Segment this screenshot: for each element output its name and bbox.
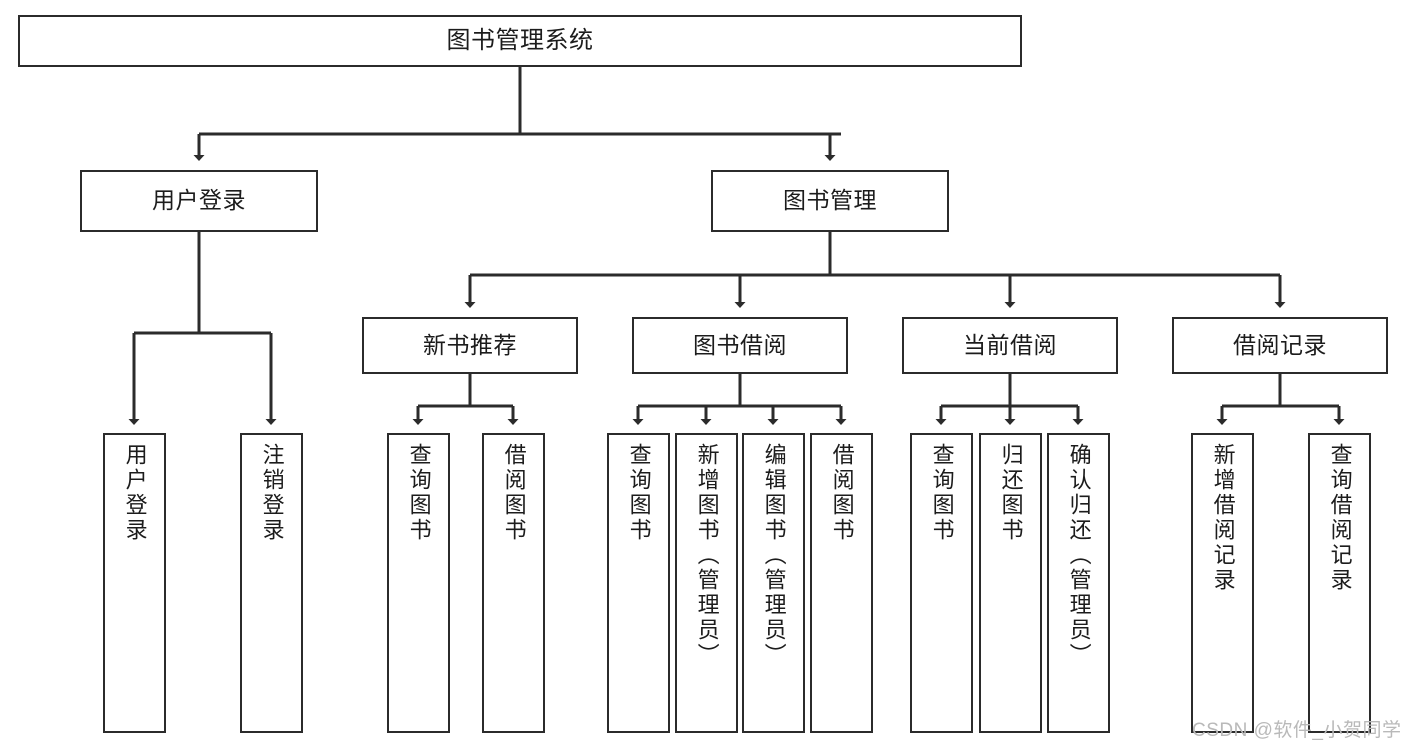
node-new-book-recommend[interactable]: 新书推荐: [362, 317, 578, 374]
node-leaf-query-book-2-label: 查询图书: [626, 443, 652, 543]
node-leaf-query-book-2[interactable]: 查询图书: [607, 433, 670, 733]
node-leaf-add-record-label: 新增借阅记录: [1210, 443, 1236, 593]
node-root[interactable]: 图书管理系统: [18, 15, 1022, 67]
node-new-book-recommend-label: 新书推荐: [423, 331, 517, 358]
node-book-management[interactable]: 图书管理: [711, 170, 949, 232]
node-leaf-user-login[interactable]: 用户登录: [103, 433, 166, 733]
node-leaf-return-book[interactable]: 归还图书: [979, 433, 1042, 733]
node-book-borrow[interactable]: 图书借阅: [632, 317, 848, 374]
node-leaf-borrow-book-1[interactable]: 借阅图书: [482, 433, 545, 733]
node-leaf-borrow-book-1-label: 借阅图书: [501, 443, 527, 543]
node-leaf-add-book[interactable]: 新增图书（管理员）: [675, 433, 738, 733]
node-leaf-confirm-return-label: 确认归还（管理员）: [1066, 443, 1092, 668]
node-borrow-record[interactable]: 借阅记录: [1172, 317, 1388, 374]
node-root-label: 图书管理系统: [446, 26, 594, 54]
node-leaf-query-record[interactable]: 查询借阅记录: [1308, 433, 1371, 733]
node-leaf-return-book-label: 归还图书: [998, 443, 1024, 543]
node-leaf-logout-login-label: 注销登录: [259, 443, 285, 543]
node-book-management-label: 图书管理: [783, 187, 877, 214]
node-leaf-borrow-book-2[interactable]: 借阅图书: [810, 433, 873, 733]
node-leaf-logout-login[interactable]: 注销登录: [240, 433, 303, 733]
node-leaf-user-login-label: 用户登录: [122, 443, 148, 543]
node-current-borrow[interactable]: 当前借阅: [902, 317, 1118, 374]
node-leaf-query-record-label: 查询借阅记录: [1327, 443, 1353, 593]
node-leaf-query-book-1[interactable]: 查询图书: [387, 433, 450, 733]
node-user-login[interactable]: 用户登录: [80, 170, 318, 232]
node-leaf-confirm-return[interactable]: 确认归还（管理员）: [1047, 433, 1110, 733]
node-leaf-query-book-3-label: 查询图书: [929, 443, 955, 543]
node-user-login-label: 用户登录: [152, 187, 246, 214]
node-leaf-edit-book-label: 编辑图书（管理员）: [761, 443, 787, 668]
node-book-borrow-label: 图书借阅: [693, 331, 787, 358]
node-leaf-add-record[interactable]: 新增借阅记录: [1191, 433, 1254, 733]
node-leaf-borrow-book-2-label: 借阅图书: [829, 443, 855, 543]
node-borrow-record-label: 借阅记录: [1233, 331, 1327, 358]
node-leaf-query-book-1-label: 查询图书: [406, 443, 432, 543]
node-leaf-edit-book[interactable]: 编辑图书（管理员）: [742, 433, 805, 733]
node-leaf-query-book-3[interactable]: 查询图书: [910, 433, 973, 733]
node-leaf-add-book-label: 新增图书（管理员）: [694, 443, 720, 668]
node-current-borrow-label: 当前借阅: [963, 331, 1057, 358]
